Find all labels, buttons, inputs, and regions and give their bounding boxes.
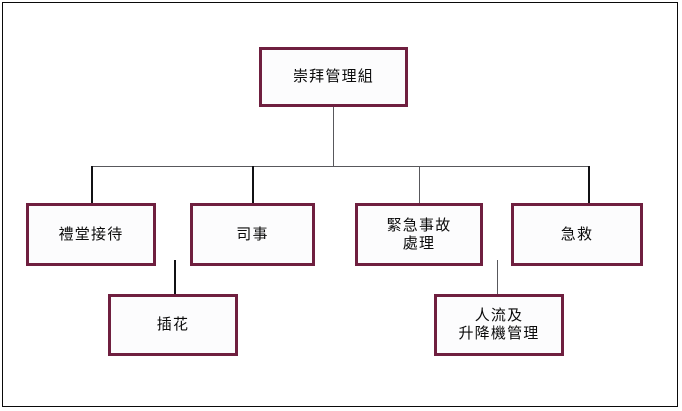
node-crowd-and-lift[interactable]: 人流及 升降機管理	[434, 294, 564, 356]
node-flowers[interactable]: 插花	[108, 294, 238, 356]
connector-horizontal-bus	[91, 166, 589, 167]
node-root-label: 崇拜管理組	[292, 67, 374, 86]
node-crowd-and-lift-label: 人流及 升降機管理	[458, 306, 540, 342]
outer-frame	[2, 2, 678, 407]
connector-drop-firstaid	[588, 166, 590, 204]
node-reception[interactable]: 禮堂接待	[26, 203, 156, 266]
connector-emergency-to-crowd	[497, 260, 498, 296]
node-reception-label: 禮堂接待	[58, 224, 124, 243]
node-usher-label: 司事	[236, 224, 269, 243]
node-root[interactable]: 崇拜管理組	[259, 47, 408, 107]
connector-drop-reception	[91, 166, 93, 204]
node-emergency[interactable]: 緊急事故 處理	[355, 203, 483, 266]
node-emergency-label: 緊急事故 處理	[386, 215, 452, 252]
connector-root-stem	[333, 107, 334, 167]
connector-drop-usher	[252, 166, 254, 204]
node-first-aid[interactable]: 急救	[511, 203, 643, 266]
node-first-aid-label: 急救	[560, 224, 594, 243]
connector-drop-emergency	[419, 166, 420, 204]
node-flowers-label: 插花	[156, 315, 190, 334]
node-usher[interactable]: 司事	[190, 203, 315, 266]
connector-reception-to-flowers	[174, 260, 176, 296]
